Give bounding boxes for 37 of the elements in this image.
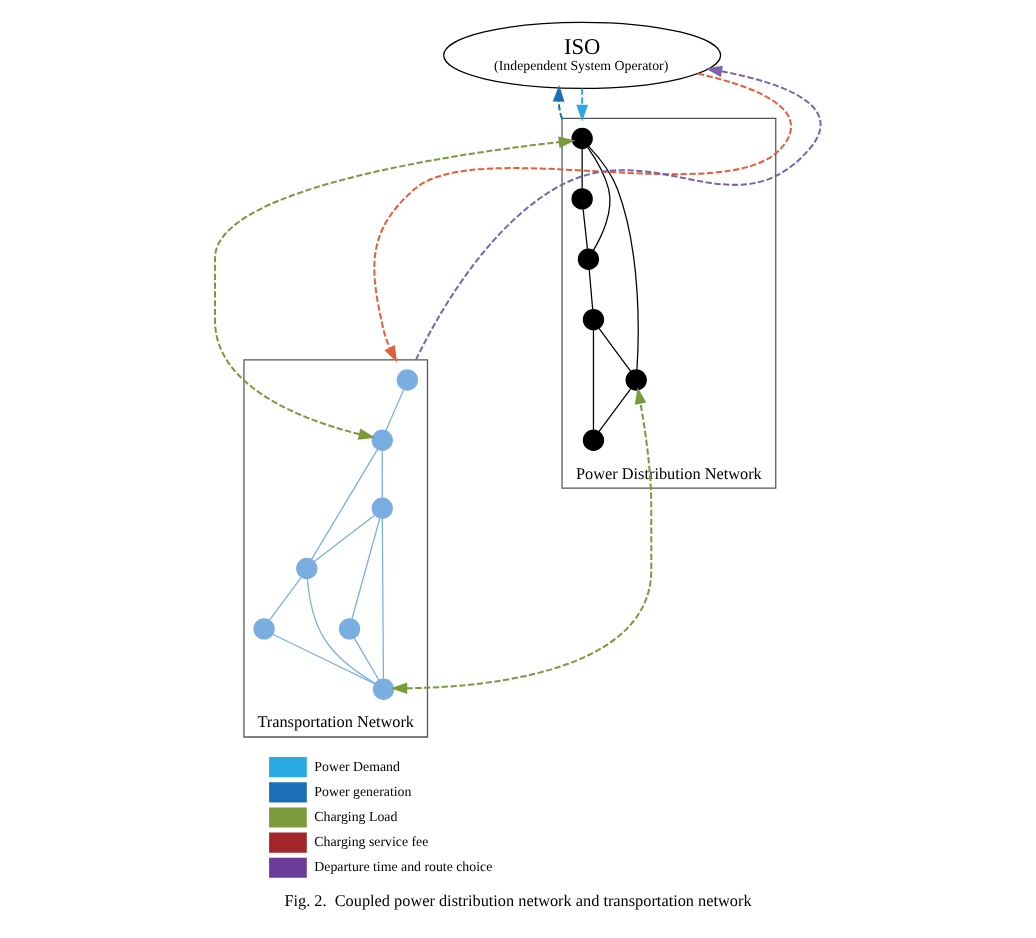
connector	[351, 517, 381, 620]
connector	[381, 450, 383, 499]
arrow	[373, 72, 792, 363]
connector	[381, 517, 385, 680]
node-circle	[371, 497, 393, 519]
connector	[306, 578, 376, 685]
node-circle	[582, 308, 605, 331]
node-circle	[296, 557, 318, 580]
arrow	[390, 387, 653, 695]
connector	[592, 329, 595, 431]
connector	[587, 146, 611, 251]
arrow	[576, 88, 588, 122]
node-circle	[372, 678, 395, 700]
connector	[310, 448, 379, 561]
connector	[588, 145, 639, 371]
arrow	[415, 65, 822, 361]
connector	[272, 633, 376, 685]
connector	[581, 148, 583, 190]
connector	[582, 208, 589, 250]
connector	[598, 388, 632, 433]
node-circle	[577, 248, 600, 270]
node-circle	[253, 618, 275, 640]
connector	[385, 389, 405, 432]
node-circle	[625, 369, 647, 391]
arrow	[552, 85, 565, 120]
connector	[598, 327, 632, 372]
connector	[268, 576, 302, 621]
node-circle	[571, 188, 593, 210]
node-circle	[371, 429, 393, 451]
connector	[588, 268, 594, 311]
connector	[353, 637, 380, 681]
node-circle	[338, 618, 361, 640]
arrow	[214, 136, 576, 440]
node-circle	[582, 429, 605, 451]
node-circle	[396, 369, 419, 391]
node-circle	[571, 127, 593, 150]
connector	[313, 514, 376, 563]
